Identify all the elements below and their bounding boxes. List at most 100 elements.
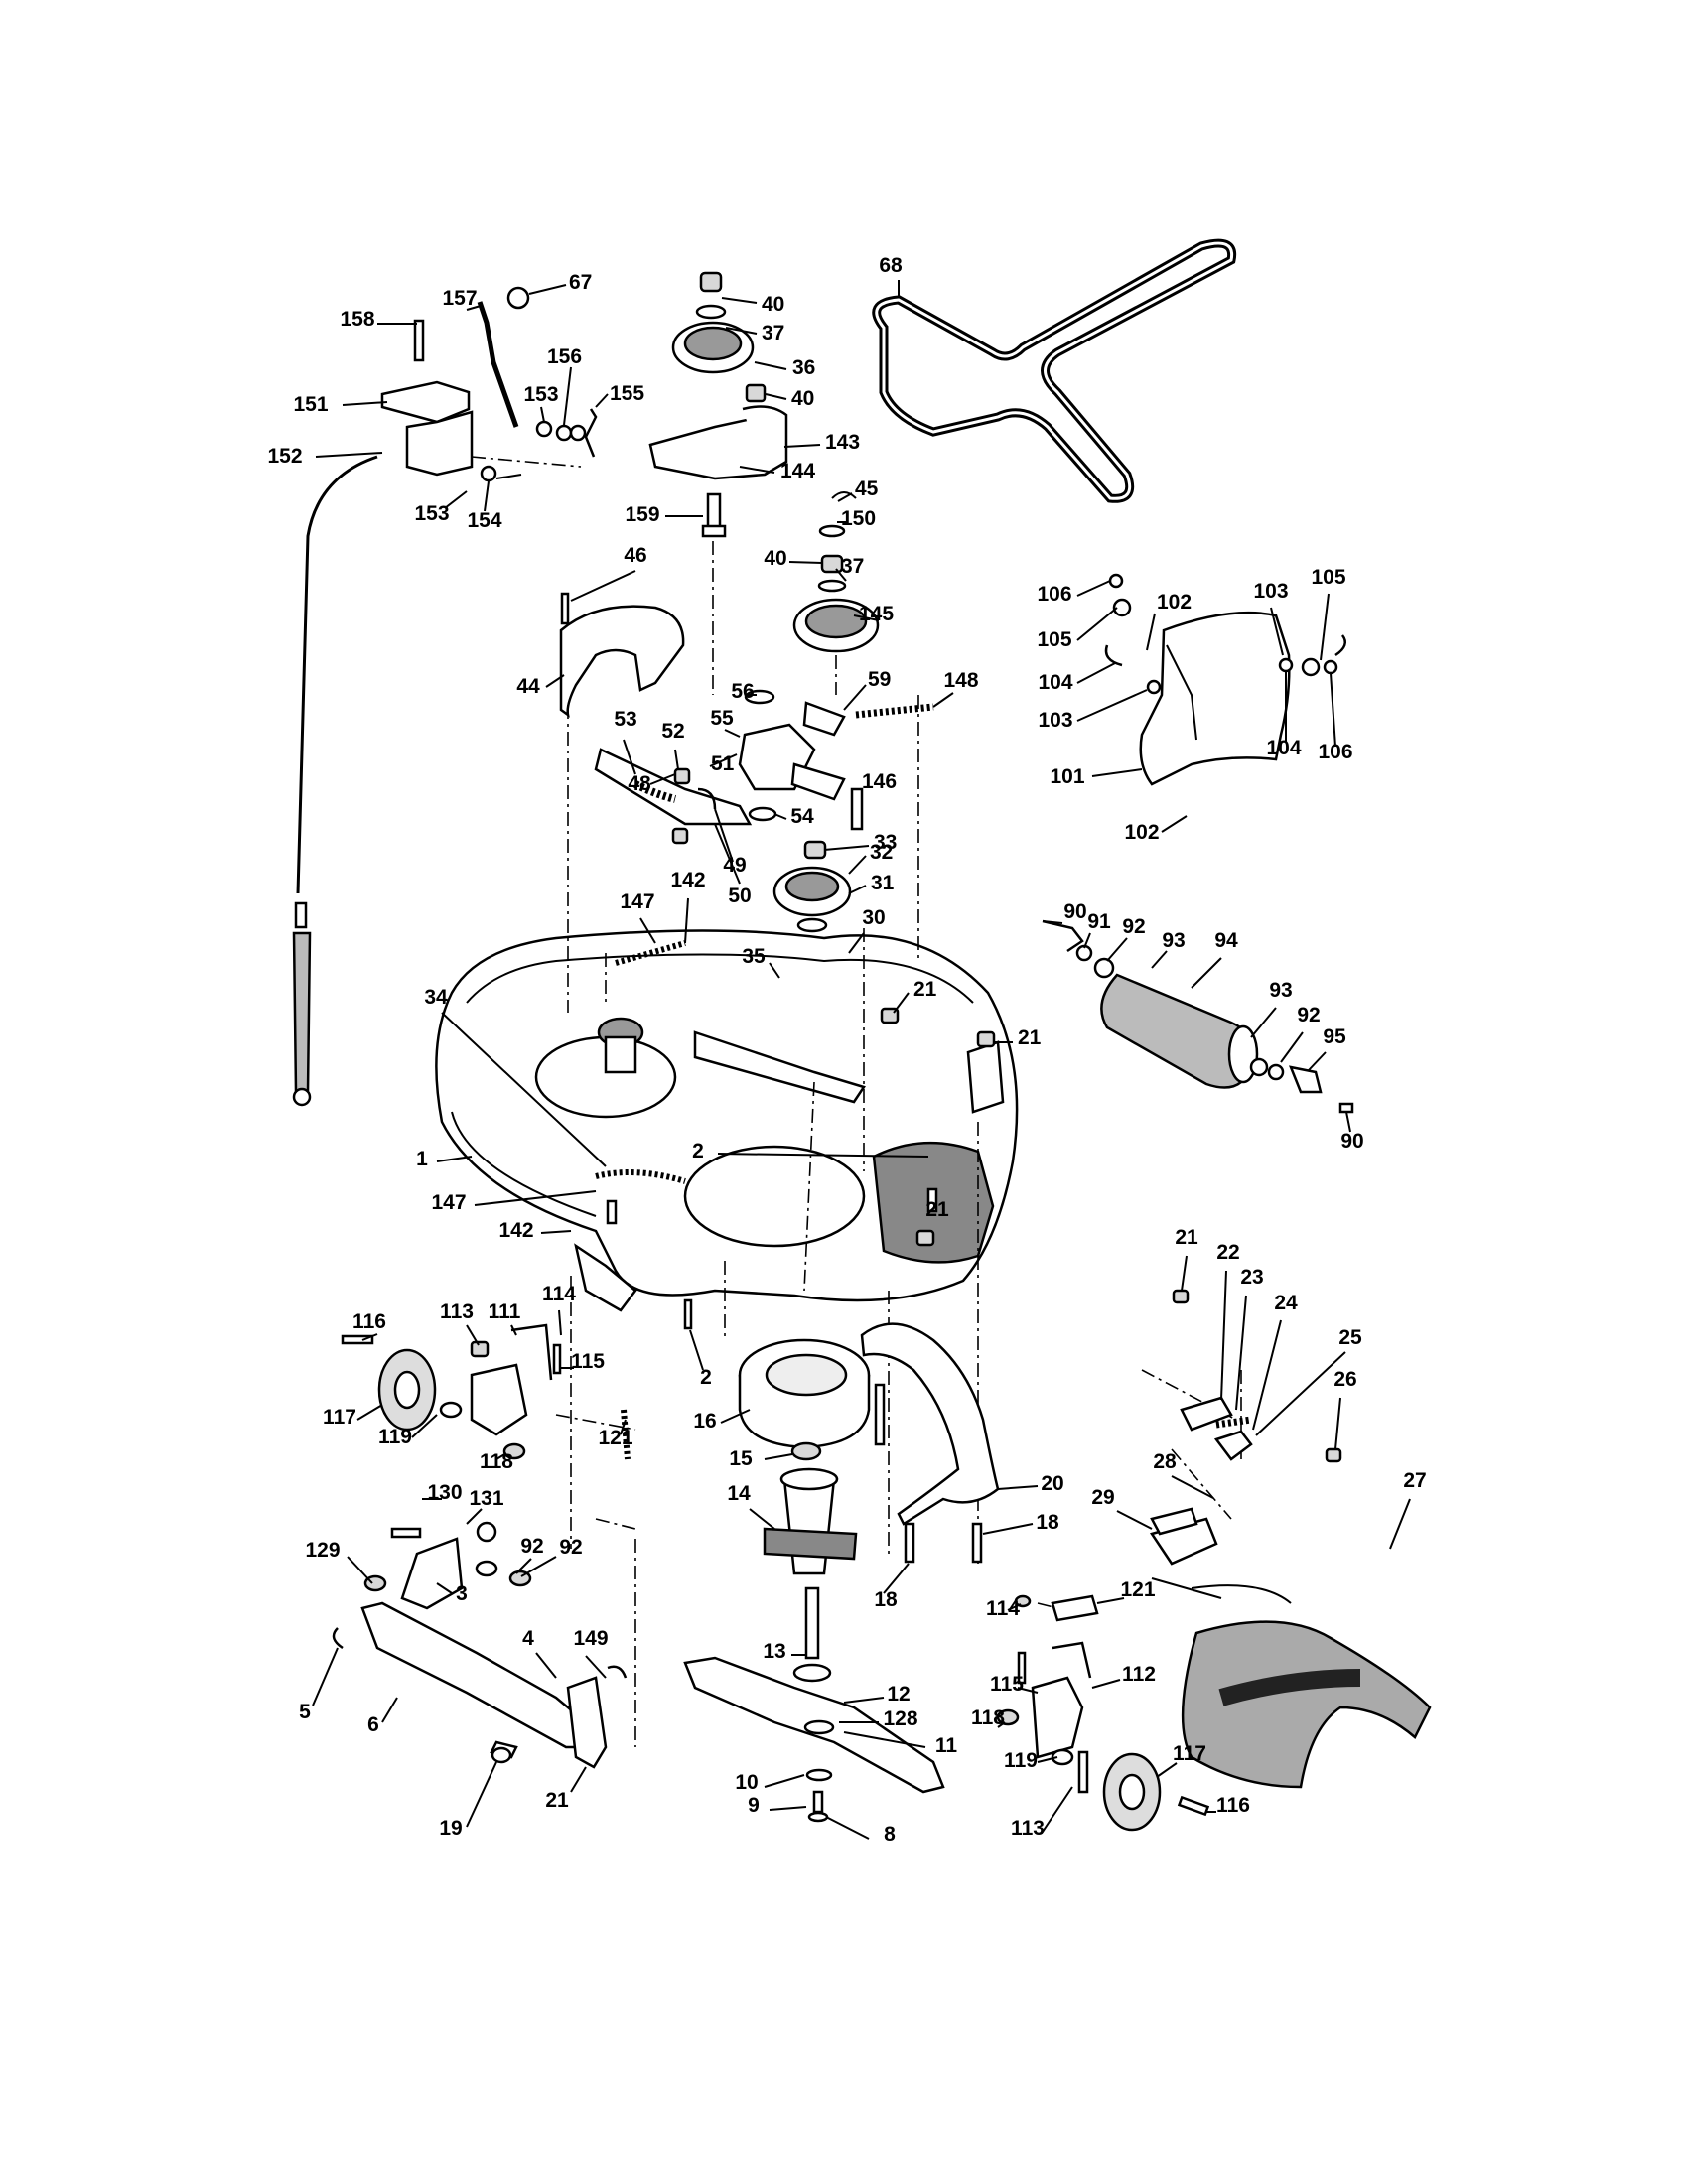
leader-line	[495, 1452, 507, 1460]
leader-line	[444, 490, 468, 509]
leader-line	[853, 614, 880, 621]
leader-line	[466, 1761, 497, 1828]
callout-label: 40	[764, 547, 786, 570]
blade-part	[683, 1656, 945, 1823]
discharge-chute-part	[1149, 1396, 1432, 1789]
callout-label: 50	[728, 885, 751, 907]
leader-line	[1096, 1597, 1125, 1604]
right-wheel-group	[996, 1594, 1210, 1832]
leader-line	[883, 1563, 910, 1594]
leader-line	[1091, 1679, 1121, 1689]
left-wheel-group	[341, 1243, 637, 1610]
callout-label: 52	[661, 720, 684, 743]
leader-line	[1017, 1687, 1039, 1694]
leader-line	[1161, 815, 1188, 833]
callout-label: 117	[1173, 1742, 1206, 1765]
leader-line	[1076, 580, 1111, 597]
callout-label: 113	[1011, 1817, 1045, 1840]
leader-line	[709, 753, 738, 767]
callout-label: 148	[943, 669, 978, 692]
leader-line	[843, 1731, 926, 1748]
callout-label: 68	[879, 254, 903, 277]
leader-line	[1151, 950, 1168, 969]
leader-line	[997, 1485, 1039, 1490]
callout-label: 40	[762, 293, 784, 316]
leader-line	[466, 1508, 483, 1525]
callout-label: 153	[414, 502, 449, 525]
callout-label: 35	[742, 945, 766, 968]
leader-line	[356, 1404, 383, 1421]
callout-label: 53	[614, 708, 636, 731]
callout-label: 104	[1266, 737, 1301, 759]
callout-label: 146	[862, 770, 897, 793]
callout-label: 145	[859, 603, 894, 625]
leader-line	[825, 1816, 870, 1840]
leader-line	[1083, 932, 1091, 949]
callout-label: 4	[522, 1627, 534, 1650]
callout-label: 147	[431, 1191, 466, 1214]
leader-line	[1308, 1051, 1327, 1071]
callout-label: 31	[871, 872, 895, 894]
leader-line	[558, 1309, 562, 1336]
callout-label: 144	[780, 460, 815, 482]
leader-line	[540, 1230, 572, 1234]
callout-label: 118	[480, 1450, 513, 1473]
callout-label: 154	[467, 509, 501, 532]
callout-label: 115	[990, 1673, 1024, 1696]
callout-label: 104	[1038, 671, 1072, 694]
callout-label: 142	[670, 869, 705, 891]
callout-label: 115	[571, 1350, 605, 1373]
callout-label: 21	[925, 1198, 949, 1221]
callout-label: 15	[729, 1447, 753, 1470]
leader-line	[674, 749, 679, 770]
callout-label: 6	[367, 1713, 379, 1736]
mid-pulley-stack	[792, 491, 880, 653]
callout-label: 149	[573, 1627, 608, 1650]
leader-line	[623, 739, 636, 775]
callout-label: 118	[971, 1706, 1005, 1729]
callout-label: 142	[498, 1219, 533, 1242]
callout-label: 48	[628, 772, 651, 795]
leader-line	[315, 452, 383, 458]
leader-line	[1280, 1031, 1304, 1063]
callout-label: 46	[624, 544, 646, 567]
leader-line	[773, 813, 787, 820]
callout-label: 121	[1120, 1578, 1155, 1601]
leader-line	[765, 393, 787, 400]
callout-label: 32	[870, 841, 893, 864]
callout-label: 143	[825, 431, 860, 454]
leader-line	[1076, 689, 1148, 722]
leader-line	[1091, 768, 1143, 777]
callout-label: 29	[1091, 1486, 1114, 1509]
leader-line	[1345, 1111, 1351, 1133]
callout-label: 93	[1162, 929, 1185, 952]
callout-label: 37	[841, 555, 864, 578]
leader-line	[997, 1721, 1006, 1728]
leader-line	[689, 1329, 704, 1371]
callout-label: 5	[299, 1701, 311, 1723]
callout-label: 131	[469, 1487, 503, 1510]
leader-line	[1106, 937, 1128, 962]
callout-label: 157	[442, 287, 477, 310]
callout-label: 103	[1253, 580, 1288, 603]
lever-assembly	[292, 286, 598, 1107]
leader-line	[1191, 957, 1222, 989]
top-pulley-stack	[648, 271, 788, 538]
leader-line	[1220, 1270, 1227, 1401]
callout-label: 106	[1318, 741, 1352, 763]
callout-label: 128	[883, 1707, 917, 1730]
leader-line	[1076, 607, 1118, 641]
callout-label: 119	[1004, 1749, 1038, 1772]
callout-label: 2	[692, 1140, 704, 1162]
callout-label: 8	[884, 1823, 896, 1845]
callout-label: 117	[323, 1406, 356, 1429]
leader-line	[474, 1190, 597, 1206]
callout-label: 112	[1122, 1663, 1156, 1686]
callout-label: 147	[620, 890, 654, 913]
leader-line	[1270, 607, 1284, 656]
leader-line	[585, 1655, 607, 1679]
leader-line	[982, 1523, 1034, 1535]
leader-line	[347, 1556, 373, 1584]
leader-line	[563, 366, 572, 426]
